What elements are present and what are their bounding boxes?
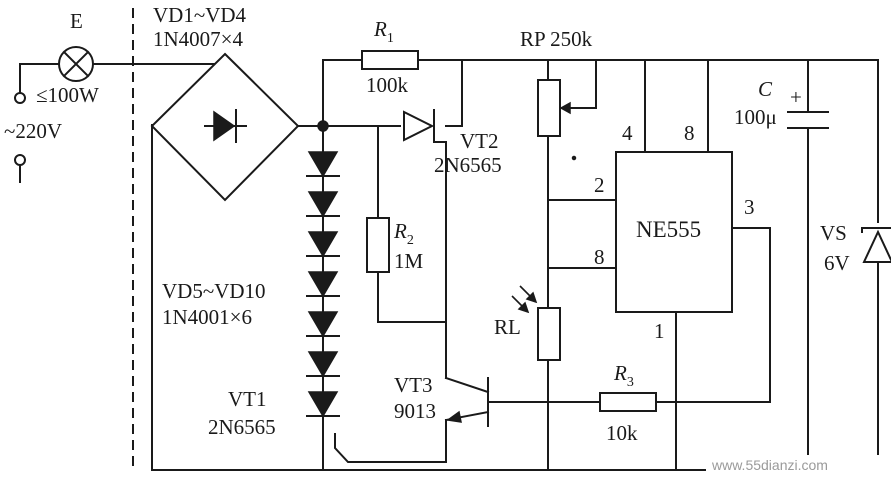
label-vt2-part: 2N6565	[434, 153, 502, 177]
watermark: www.55dianzi.com	[711, 457, 828, 473]
mains-terminal-top	[14, 92, 26, 104]
lamp-symbol	[58, 46, 94, 82]
label-lamp: E	[70, 9, 83, 33]
diode-vd7	[307, 231, 339, 258]
label-r2: R2	[393, 219, 414, 248]
label-cap-value: 100μ	[734, 105, 777, 129]
diode-vd6	[307, 191, 339, 218]
ne555-ic	[615, 151, 733, 313]
label-r1: R1	[373, 17, 394, 46]
label-vt1-part: 2N6565	[208, 415, 276, 439]
label-pin4: 4	[622, 121, 633, 145]
mains-terminal-bottom	[14, 154, 26, 166]
label-vt3-part: 9013	[394, 399, 436, 423]
resistor-r2	[366, 217, 390, 273]
resistor-r3	[599, 392, 657, 412]
resistor-r1	[361, 50, 419, 70]
watermark-backdrop	[706, 455, 888, 475]
zener-vs	[861, 227, 891, 263]
diode-vd9	[307, 311, 339, 338]
junction-dot	[317, 120, 329, 132]
label-vt2: VT2	[460, 129, 499, 153]
label-r3: R3	[613, 361, 634, 390]
bridge-rectifier	[150, 52, 300, 202]
label-ic: NE555	[636, 217, 701, 242]
label-pin2: 2	[594, 173, 605, 197]
label-rl: RL	[494, 315, 521, 339]
label-vd-chain-part: 1N4001×6	[162, 305, 252, 329]
transistor-vt3	[444, 376, 490, 427]
diode-vd5	[307, 151, 339, 178]
diode-vd8	[307, 271, 339, 298]
label-pin1: 1	[654, 319, 665, 343]
label-cap-plus: +	[790, 85, 802, 109]
label-pin8-top: 8	[684, 121, 695, 145]
label-pin3: 3	[744, 195, 755, 219]
label-r1-value: 100k	[366, 73, 409, 97]
label-mains: ~220V	[4, 119, 62, 143]
capacitor-c	[787, 111, 829, 129]
label-r3-value: 10k	[606, 421, 638, 445]
label-bridge: VD1~VD4	[153, 3, 247, 27]
label-r2-value: 1M	[394, 249, 424, 273]
label-pin8-side: 8	[594, 245, 605, 269]
label-bridge-part: 1N4007×4	[153, 27, 244, 51]
diode-chain	[306, 151, 340, 418]
label-vt1: VT1	[228, 387, 267, 411]
label-vs-value: 6V	[824, 251, 850, 275]
thyristor-vt1-body	[307, 391, 339, 418]
thyristor-vt2	[403, 109, 435, 143]
label-vd-chain: VD5~VD10	[162, 279, 266, 303]
stray-dot	[571, 155, 577, 161]
label-power: ≤100W	[36, 83, 99, 107]
diode-vd10	[307, 351, 339, 378]
label-cap: C	[758, 77, 773, 101]
label-vs: VS	[820, 221, 847, 245]
label-rp: RP 250k	[520, 27, 593, 51]
potentiometer-rp	[537, 79, 571, 137]
photoresistor-rl	[511, 285, 561, 361]
label-vt3: VT3	[394, 373, 433, 397]
